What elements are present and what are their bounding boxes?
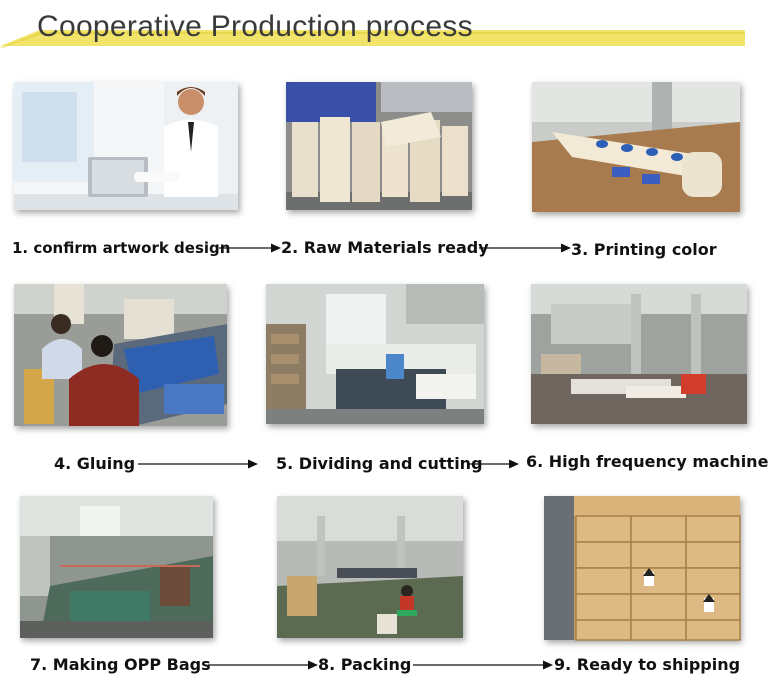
step-8-label: 8. Packing: [318, 655, 412, 674]
title-banner: Cooperative Production process: [0, 0, 750, 54]
step-1-photo: [14, 82, 238, 210]
step-7-label: 7. Making OPP Bags: [30, 655, 211, 674]
arrow-right-icon: [138, 459, 258, 469]
arrow-right-icon: [208, 660, 318, 670]
step-5-photo: [266, 284, 484, 424]
step-6-photo: [531, 284, 747, 424]
step-3-photo: [532, 82, 740, 212]
step-5-label: 5. Dividing and cutting: [276, 454, 483, 473]
arrow-right-icon: [413, 660, 553, 670]
step-7-photo: [20, 496, 213, 638]
step-9-label: 9. Ready to shipping: [554, 655, 741, 674]
step-3-label: 3. Printing color: [571, 240, 717, 259]
step-1-label: 1. confirm artwork design: [12, 239, 231, 257]
step-6-label: 6. High frequency machine: [526, 452, 768, 471]
banner-stripe-shape: [0, 30, 745, 48]
step-4-label: 4. Gluing: [54, 454, 136, 473]
arrow-right-icon: [479, 243, 571, 253]
step-8-photo: [277, 496, 463, 638]
arrow-right-icon: [219, 243, 281, 253]
step-9-photo: [544, 496, 741, 641]
step-4-photo: [14, 284, 227, 426]
step-2-photo: [286, 82, 472, 210]
arrow-right-icon: [469, 459, 519, 469]
page-title: Cooperative Production process: [37, 10, 473, 43]
step-2-label: 2. Raw Materials ready: [281, 238, 489, 257]
